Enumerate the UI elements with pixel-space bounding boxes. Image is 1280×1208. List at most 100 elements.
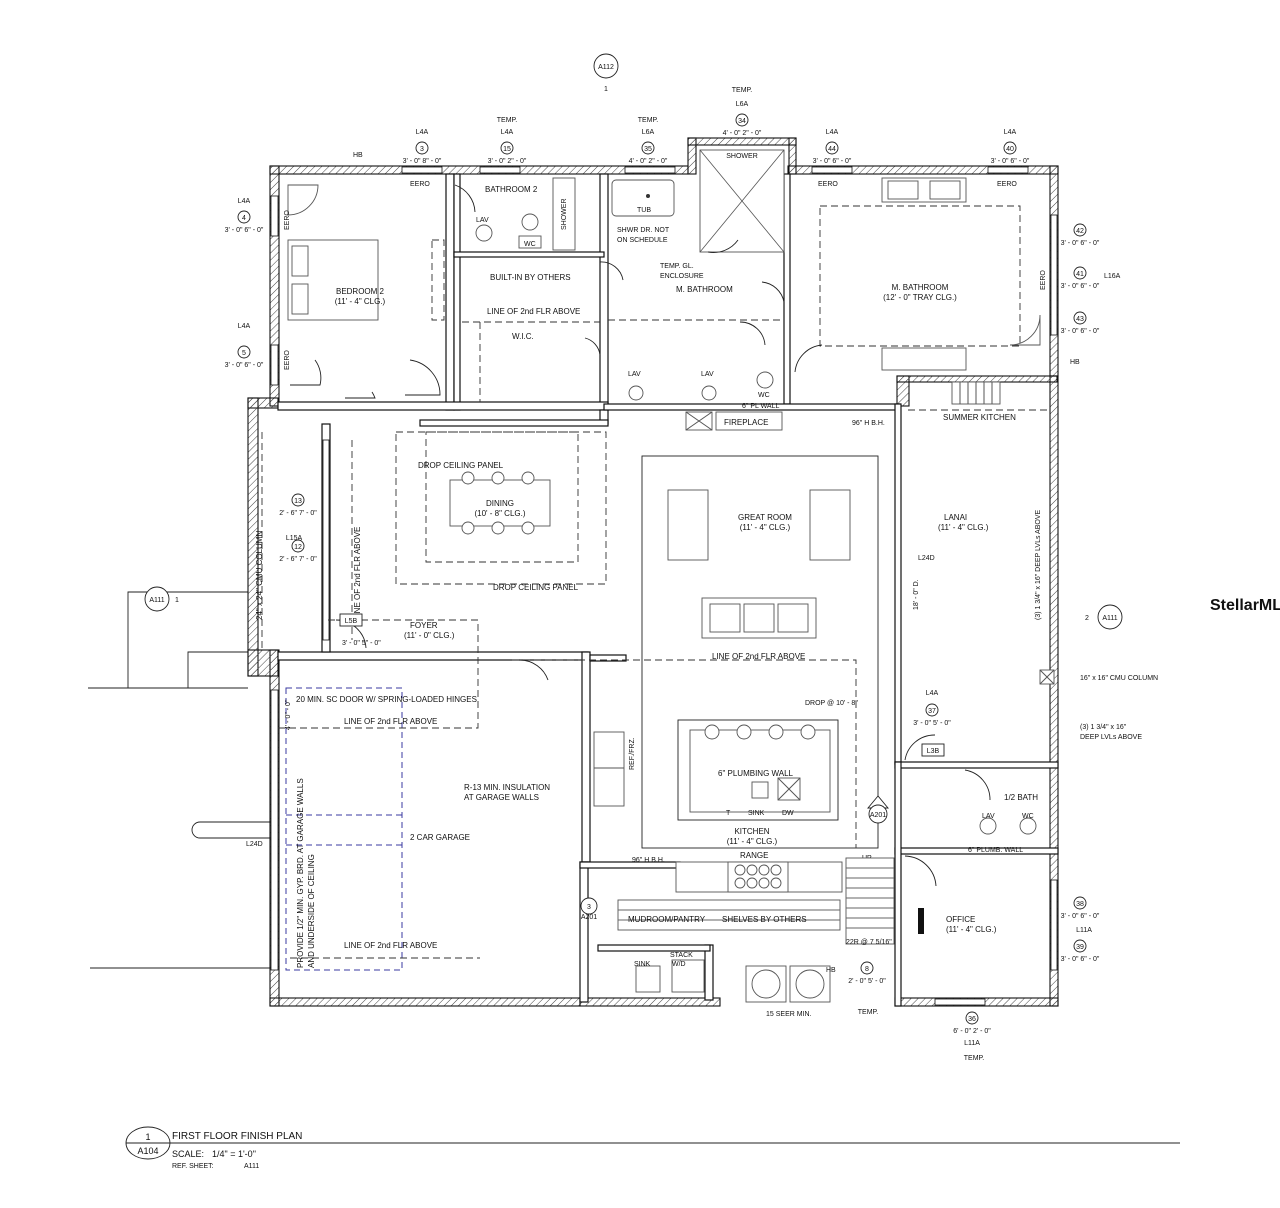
svg-text:TEMP.: TEMP. <box>638 117 659 124</box>
interior-walls <box>277 173 1059 1007</box>
site-context-lines <box>88 591 272 969</box>
fireplace-label: FIREPLACE <box>724 418 768 427</box>
svg-text:LAV: LAV <box>982 813 995 820</box>
svg-text:A112: A112 <box>598 64 614 71</box>
svg-text:TUB: TUB <box>637 207 651 214</box>
svg-text:L4A: L4A <box>238 323 251 330</box>
svg-text:1: 1 <box>175 597 179 604</box>
svg-text:3' - 0" 6" - 0": 3' - 0" 6" - 0" <box>225 227 264 234</box>
svg-text:BUILT-IN BY OTHERS: BUILT-IN BY OTHERS <box>490 273 571 282</box>
svg-text:LAV: LAV <box>476 217 489 224</box>
svg-text:3: 3 <box>420 146 424 153</box>
section-marker: A201 <box>867 795 889 824</box>
svg-text:SHOWER: SHOWER <box>561 199 568 231</box>
svg-text:(3) 1 3/4" x 16" DEEP LVLs ABO: (3) 1 3/4" x 16" DEEP LVLs ABOVE <box>1035 510 1042 620</box>
svg-text:38: 38 <box>1076 901 1084 908</box>
foyer-ceiling: (11' - 0" CLG.) <box>404 631 455 640</box>
svg-text:SHOWER: SHOWER <box>726 153 758 160</box>
svg-text:LINE OF 2nd FLR ABOVE: LINE OF 2nd FLR ABOVE <box>712 652 805 661</box>
svg-text:TEMP.: TEMP. <box>858 1009 879 1016</box>
svg-text:2: 2 <box>1085 615 1089 622</box>
svg-text:96" H B.H.: 96" H B.H. <box>852 420 885 427</box>
eero-label: EERO <box>410 181 430 188</box>
svg-text:96" H B.H.: 96" H B.H. <box>632 857 665 864</box>
door-tag: L24D <box>918 555 935 562</box>
svg-text:W/D: W/D <box>672 961 686 968</box>
great-room: GREAT ROOM (11' - 4" CLG.) LINE OF 2nd F… <box>512 455 879 849</box>
ref-sheet-value: A111 <box>244 1163 259 1170</box>
window-tag: 42 3' - 0" 6" - 0" L16A <box>1061 223 1121 280</box>
svg-text:2' - 0" 5' - 0": 2' - 0" 5' - 0" <box>848 978 886 985</box>
svg-text:37: 37 <box>928 708 936 715</box>
svg-text:3' - 0" 2" - 0": 3' - 0" 2" - 0" <box>488 158 527 165</box>
svg-text:L4A: L4A <box>501 129 514 136</box>
svg-text:DW: DW <box>782 810 794 817</box>
svg-text:SINK: SINK <box>634 961 651 968</box>
svg-text:R-13 MIN. INSULATION: R-13 MIN. INSULATION <box>464 783 550 792</box>
svg-text:L5B: L5B <box>345 618 358 625</box>
svg-text:A111: A111 <box>149 597 164 604</box>
office-label: OFFICE <box>946 915 975 924</box>
svg-text:WC: WC <box>758 392 770 399</box>
m-bathroom-label: M. BATHROOM <box>892 283 949 292</box>
svg-text:12: 12 <box>294 544 302 551</box>
svg-text:3' - 0" 8" - 0": 3' - 0" 8" - 0" <box>403 158 442 165</box>
svg-text:A201: A201 <box>870 812 886 819</box>
great-room-ceiling: (11' - 4" CLG.) <box>740 523 791 532</box>
svg-text:A201: A201 <box>581 914 597 921</box>
svg-text:LAV: LAV <box>628 371 641 378</box>
window-tag: 39 3' - 0" 6" - 0" <box>1061 939 1100 963</box>
svg-text:LAV: LAV <box>701 371 714 378</box>
window-tag: TEMP. L6A 35 4' - 0" 2" - 0" <box>629 117 668 165</box>
svg-text:20 MIN. SC DOOR W/ SPRING-LOAD: 20 MIN. SC DOOR W/ SPRING-LOADED HINGES <box>296 695 477 704</box>
svg-text:3' - 0" 6" - 0": 3' - 0" 6" - 0" <box>225 362 264 369</box>
svg-text:L4A: L4A <box>1004 129 1017 136</box>
svg-text:5: 5 <box>242 350 246 357</box>
svg-text:44: 44 <box>828 146 836 153</box>
svg-text:6" PL WALL: 6" PL WALL <box>742 403 779 410</box>
svg-text:L11A: L11A <box>964 1040 980 1047</box>
half-bath-label: 1/2 BATH <box>1004 793 1038 802</box>
svg-text:35: 35 <box>644 146 652 153</box>
mudroom-label: MUDROOM/PANTRY <box>628 915 706 924</box>
svg-text:2' - 6" 7' - 0": 2' - 6" 7' - 0" <box>279 510 317 517</box>
title-block: 1 A104 FIRST FLOOR FINISH PLAN SCALE: 1/… <box>125 1126 1180 1170</box>
svg-text:SHWR DR. NOT: SHWR DR. NOT <box>617 227 670 234</box>
svg-text:TEMP.: TEMP. <box>732 87 753 94</box>
svg-text:24" x 24" CMU COLUMN: 24" x 24" CMU COLUMN <box>255 531 264 620</box>
svg-text:WC: WC <box>1022 813 1034 820</box>
svg-text:EERO: EERO <box>1040 270 1047 290</box>
m-bathroom-ceiling: (12' - 0" TRAY CLG.) <box>883 293 957 302</box>
svg-text:EERO: EERO <box>818 181 838 188</box>
kitchen-label: KITCHEN <box>734 827 769 836</box>
svg-text:3' - 0" 6" - 0": 3' - 0" 6" - 0" <box>991 158 1030 165</box>
stair: 22R @ 7 5/16" <box>845 857 895 946</box>
svg-text:39: 39 <box>1076 944 1084 951</box>
kitchen-ceiling: (11' - 4" CLG.) <box>727 837 778 846</box>
svg-text:EERO: EERO <box>284 210 291 230</box>
door-tag: L24D <box>246 841 263 848</box>
svg-text:3: 3 <box>587 904 591 911</box>
title-number: 1 <box>145 1132 150 1142</box>
title-text: FIRST FLOOR FINISH PLAN <box>172 1131 302 1142</box>
svg-text:TEMP. GL.: TEMP. GL. <box>660 263 694 270</box>
svg-text:41: 41 <box>1076 271 1084 278</box>
svg-text:15: 15 <box>503 146 511 153</box>
svg-text:RANGE: RANGE <box>740 851 768 860</box>
bedroom-2-label: BEDROOM 2 <box>336 287 385 296</box>
bathroom-2-label: BATHROOM 2 <box>485 185 538 194</box>
svg-text:6" PLUMB. WALL: 6" PLUMB. WALL <box>968 847 1023 854</box>
bedroom-2: BEDROOM 2 (11' - 4" CLG.) EERO EERO EERO <box>284 181 445 399</box>
svg-text:A111: A111 <box>1102 615 1117 622</box>
svg-text:3' - 0" 6" - 0": 3' - 0" 6" - 0" <box>1061 240 1100 247</box>
svg-text:4: 4 <box>242 215 246 222</box>
svg-text:16" x 16" CMU COLUMN: 16" x 16" CMU COLUMN <box>1080 675 1158 682</box>
svg-text:REF./FRZ.: REF./FRZ. <box>629 737 636 770</box>
svg-text:HB: HB <box>353 152 363 159</box>
dining-ceiling: (10' - 8" CLG.) <box>474 509 525 518</box>
bedroom-2-ceiling: (11' - 4" CLG.) <box>335 297 386 306</box>
svg-text:EERO: EERO <box>284 350 291 370</box>
lanai: LANAI (11' - 4" CLG.) 18' - 0" D. (3) 1 … <box>904 409 1158 761</box>
svg-text:DROP CEILING PANEL: DROP CEILING PANEL <box>493 583 579 592</box>
lanai-label: LANAI <box>944 513 967 522</box>
